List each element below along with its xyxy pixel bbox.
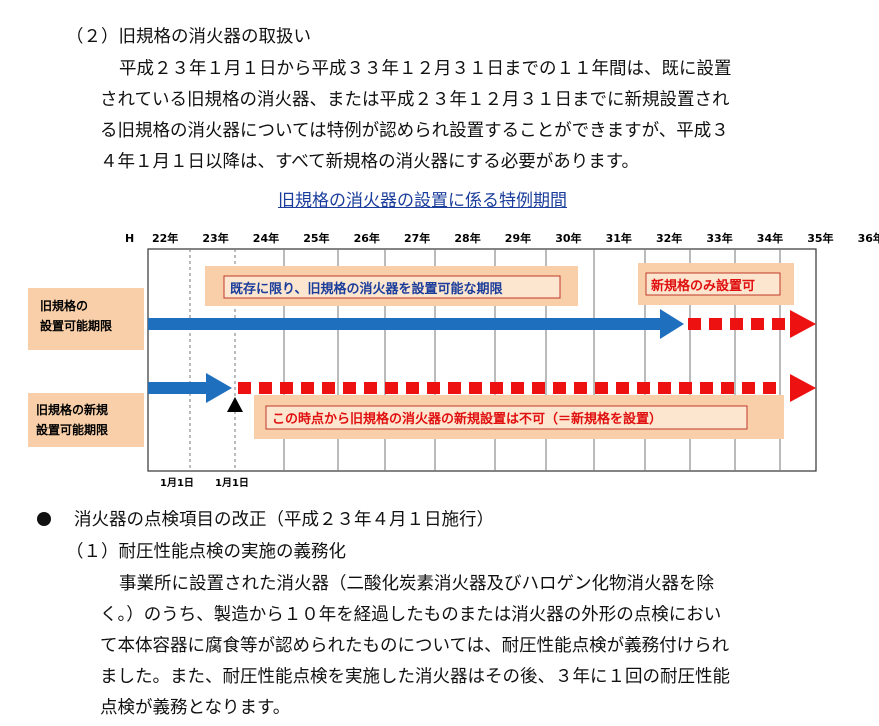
subsection-heading: （１）耐圧性能点検の実施の義務化 bbox=[66, 542, 346, 562]
red-dash bbox=[742, 382, 755, 394]
row2-red-arrowhead bbox=[790, 374, 816, 402]
year-label: 27年 bbox=[404, 231, 430, 245]
year-label: 33年 bbox=[706, 231, 732, 245]
paragraph-line: ました。また、耐圧性能点検を実施した消火器はその後、３年に１回の耐圧性能 bbox=[100, 667, 730, 687]
red-dash bbox=[238, 382, 251, 394]
row1-label-box bbox=[28, 288, 144, 350]
red-dash bbox=[280, 382, 293, 394]
red-dash bbox=[730, 318, 743, 330]
paragraph-line: く。）のうち、製造から１０年を経過したものまたは消火器の外形の点検におい bbox=[100, 605, 722, 625]
from-now-box-label: この時点から旧規格の消火器の新規設置は不可（＝新規格を設置） bbox=[272, 411, 662, 427]
paragraph-line: 点検が義務となります。 bbox=[100, 698, 291, 718]
year-label: 29年 bbox=[505, 231, 531, 245]
red-dash bbox=[301, 382, 314, 394]
red-dash bbox=[688, 318, 701, 330]
red-dash bbox=[721, 382, 734, 394]
year-label: 32年 bbox=[656, 231, 682, 245]
start-marker-icon bbox=[227, 397, 243, 412]
year-label: 24年 bbox=[253, 231, 279, 245]
row1-label-line1: 旧規格の bbox=[40, 298, 88, 313]
paragraph-line: されている旧規格の消火器、または平成２３年１２月３１日までに新規設置され bbox=[100, 90, 730, 110]
paragraph-line: る旧規格の消火器については特例が認められ設置することができますが、平成３ bbox=[100, 121, 729, 141]
date-label-1: 1月1日 bbox=[160, 477, 194, 489]
from-now-box bbox=[265, 405, 748, 430]
red-dash bbox=[679, 382, 692, 394]
year-label: 34年 bbox=[757, 231, 783, 245]
era-label: H bbox=[125, 232, 134, 245]
paragraph-line: て本体容器に腐食等が認められたものについては、耐圧性能点検が義務付けられ bbox=[100, 636, 730, 656]
year-label: 30年 bbox=[555, 231, 581, 245]
red-dash bbox=[658, 382, 671, 394]
section-heading: 消火器の点検項目の改正（平成２３年４月１日施行） bbox=[74, 510, 494, 530]
row1-blue-arrowhead bbox=[660, 309, 684, 339]
red-dash bbox=[259, 382, 272, 394]
red-dash bbox=[574, 382, 587, 394]
red-dash bbox=[322, 382, 335, 394]
red-dash bbox=[343, 382, 356, 394]
red-dash bbox=[709, 318, 722, 330]
year-label: 31年 bbox=[606, 231, 632, 245]
year-label: 25年 bbox=[303, 231, 329, 245]
red-dash bbox=[700, 382, 713, 394]
red-dash bbox=[763, 382, 776, 394]
red-dash bbox=[511, 382, 524, 394]
row2-label-line2: 設置可能期限 bbox=[36, 422, 108, 437]
row2-label-box bbox=[28, 393, 144, 447]
year-label: 22年 bbox=[152, 231, 178, 245]
row1-label-line2: 設置可能期限 bbox=[40, 318, 112, 333]
paragraph-line: 平成２３年１月１日から平成３３年１２月３１日までの１１年間は、既に設置 bbox=[119, 59, 732, 79]
red-dash bbox=[427, 382, 440, 394]
red-dash bbox=[406, 382, 419, 394]
red-dash bbox=[448, 382, 461, 394]
red-dash bbox=[637, 382, 650, 394]
existing-box-label: 既存に限り、旧規格の消火器を設置可能な期限 bbox=[230, 281, 503, 297]
paragraph-line: 事業所に設置された消火器（二酸化炭素消火器及びハロゲン化物消火器を除 bbox=[119, 574, 714, 594]
red-dash bbox=[364, 382, 377, 394]
red-dash bbox=[772, 318, 785, 330]
red-dash bbox=[595, 382, 608, 394]
existing-box bbox=[223, 275, 561, 299]
row2-blue-arrow bbox=[148, 382, 208, 394]
year-label: 23年 bbox=[202, 231, 228, 245]
paragraph-line: ４年１月１日以降は、すべて新規格の消火器にする必要があります。 bbox=[100, 152, 639, 172]
row2-blue-arrowhead bbox=[206, 373, 232, 403]
red-dash bbox=[751, 318, 764, 330]
red-dash bbox=[385, 382, 398, 394]
red-dash bbox=[532, 382, 545, 394]
year-label: 26年 bbox=[354, 231, 380, 245]
red-dash bbox=[469, 382, 482, 394]
row2-label-line1: 旧規格の新規 bbox=[36, 402, 108, 417]
year-label: 35年 bbox=[807, 231, 833, 245]
row1-blue-arrow bbox=[148, 318, 662, 330]
section-heading: （２）旧規格の消火器の取扱い bbox=[66, 27, 311, 47]
red-dash bbox=[553, 382, 566, 394]
red-dash bbox=[616, 382, 629, 394]
new-only-box-label: 新規格のみ設置可 bbox=[651, 278, 755, 294]
date-label-2: 1月1日 bbox=[215, 477, 249, 489]
diagram-title: 旧規格の消火器の設置に係る特例期間 bbox=[278, 191, 567, 211]
red-dash bbox=[490, 382, 503, 394]
bullet-icon bbox=[37, 512, 51, 526]
year-label: 28年 bbox=[454, 231, 480, 245]
row1-red-arrowhead bbox=[790, 310, 816, 338]
year-label: 36年 bbox=[858, 231, 879, 245]
new-only-box bbox=[645, 272, 781, 296]
